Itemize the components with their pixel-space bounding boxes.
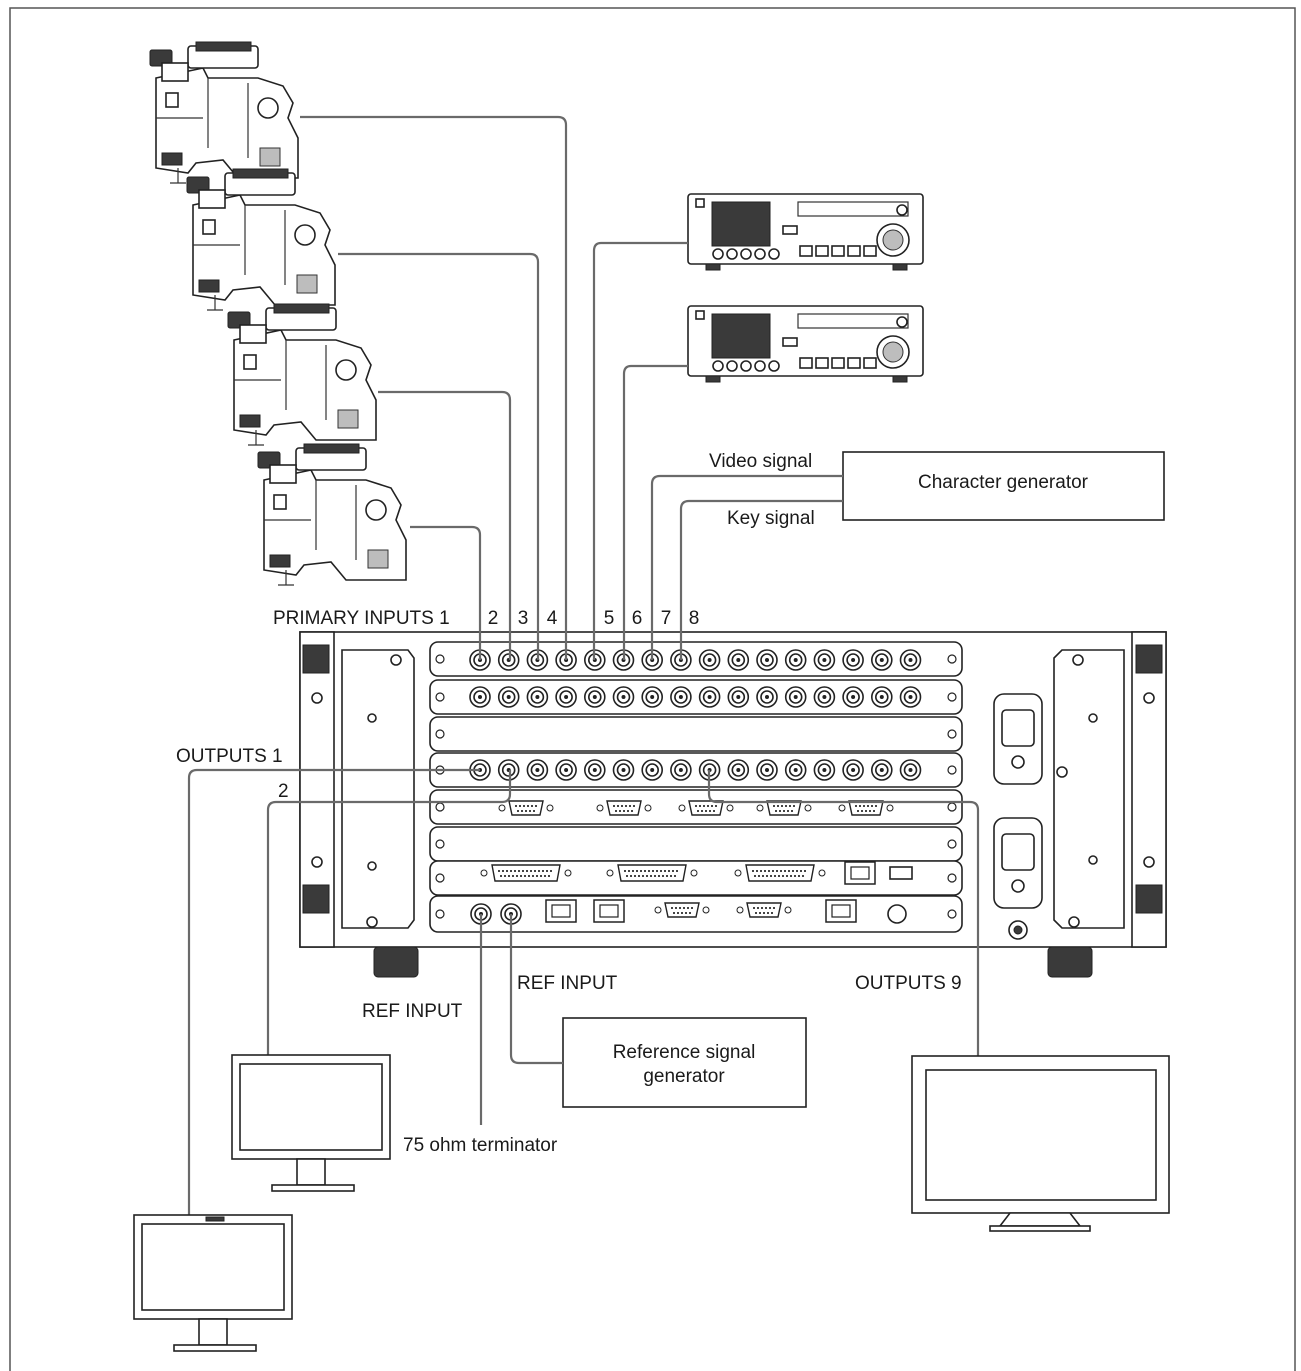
bnc-connector — [899, 649, 922, 671]
page-frame — [9, 7, 1296, 1371]
cable-output-1 — [187, 768, 480, 1215]
bnc-connector — [698, 686, 721, 708]
bnc-connector — [469, 686, 491, 708]
bnc-connector — [670, 759, 692, 781]
bnc-connector — [497, 649, 520, 671]
slot-screw — [435, 909, 445, 919]
bnc-connector — [526, 686, 549, 708]
label-video-signal: Video signal — [709, 451, 812, 472]
slot-screw — [947, 839, 957, 849]
label-key-signal: Key signal — [727, 508, 815, 529]
bnc-connector — [526, 759, 549, 781]
bnc-connector — [727, 649, 750, 671]
camera-1 — [149, 41, 299, 184]
cable-camera-1 — [300, 115, 568, 660]
label-input-2: 2 — [488, 608, 499, 629]
cable-ref-generator — [509, 914, 563, 1065]
slot-screw — [947, 873, 957, 883]
bnc-connector — [583, 686, 606, 708]
slot-screw — [435, 729, 445, 739]
bnc-connector — [756, 649, 778, 671]
slot-screw — [947, 802, 957, 812]
label-input-4: 4 — [547, 608, 558, 629]
camera-3 — [227, 303, 377, 446]
slot-screw — [435, 839, 445, 849]
bnc-connector — [756, 759, 778, 781]
monitor-output-2 — [231, 1054, 391, 1192]
bnc-connector — [555, 686, 577, 708]
bnc-connector — [641, 759, 664, 781]
slot-screw — [947, 765, 957, 775]
monitor-output-9 — [911, 1055, 1170, 1232]
bnc-connector — [612, 686, 635, 708]
cable-camera-3 — [378, 390, 512, 660]
bnc-connector — [870, 686, 893, 708]
label-primary-inputs: PRIMARY INPUTS 1 — [273, 608, 450, 629]
bnc-connector — [899, 686, 922, 708]
cable-camera-4 — [410, 525, 482, 660]
camera-2 — [186, 168, 336, 311]
bnc-connector — [727, 759, 750, 781]
bnc-connector — [784, 686, 807, 708]
bnc-connector — [497, 759, 520, 781]
slot-screw — [435, 802, 445, 812]
cable-vtr-2 — [622, 364, 688, 660]
label-input-7: 7 — [661, 608, 672, 629]
cable-output-9 — [707, 770, 980, 1058]
bnc-connector — [899, 759, 922, 781]
label-ref-input-left: REF INPUT — [362, 1001, 463, 1022]
bnc-connector — [727, 686, 750, 708]
bnc-connector — [870, 759, 893, 781]
camera-4 — [257, 443, 407, 586]
cable-video-signal — [650, 474, 843, 660]
bnc-connector — [842, 686, 864, 708]
slot-screw — [947, 729, 957, 739]
label-outputs-1: OUTPUTS 1 — [176, 746, 283, 767]
slot-screw — [435, 654, 445, 664]
reference-generator-label-1: Reference signal — [613, 1042, 756, 1063]
bnc-connector — [612, 759, 635, 781]
bnc-connector — [813, 686, 836, 708]
character-generator-box — [842, 451, 1165, 521]
cable-output-2 — [266, 770, 512, 1058]
switcher-unit — [299, 631, 1167, 978]
reference-generator-box — [562, 1017, 807, 1108]
slot-screw — [435, 873, 445, 883]
bnc-connector — [813, 759, 836, 781]
vtr-2 — [687, 305, 924, 383]
label-input-6: 6 — [632, 608, 643, 629]
reference-generator-label-2: generator — [643, 1066, 725, 1087]
label-ref-input-right: REF INPUT — [517, 973, 618, 994]
bnc-connector — [698, 649, 721, 671]
slot-screw — [435, 692, 445, 702]
bnc-connector — [641, 686, 664, 708]
bnc-connector — [842, 649, 864, 671]
label-terminator: 75 ohm terminator — [403, 1135, 558, 1156]
bnc-connector — [756, 686, 778, 708]
bnc-connector — [555, 759, 577, 781]
bnc-connector — [842, 759, 864, 781]
monitor-output-1 — [133, 1214, 293, 1352]
bnc-connector — [813, 649, 836, 671]
cable-camera-2 — [338, 252, 540, 660]
cable-vtr-1 — [592, 241, 688, 660]
bnc-connector — [583, 759, 606, 781]
slot-screw — [947, 909, 957, 919]
bnc-connector — [497, 686, 520, 708]
label-input-8: 8 — [689, 608, 700, 629]
bnc-connector — [870, 649, 893, 671]
label-outputs-9: OUTPUTS 9 — [855, 973, 962, 994]
label-outputs-2: 2 — [278, 781, 289, 802]
label-input-3: 3 — [518, 608, 529, 629]
bnc-connector — [784, 649, 807, 671]
bnc-connector — [784, 759, 807, 781]
bnc-connector — [670, 686, 692, 708]
label-input-5: 5 — [604, 608, 615, 629]
slot-screw — [947, 654, 957, 664]
cable-key-signal — [679, 499, 843, 660]
slot-screw — [947, 692, 957, 702]
character-generator-label: Character generator — [918, 472, 1089, 493]
vtr-1 — [687, 193, 924, 271]
